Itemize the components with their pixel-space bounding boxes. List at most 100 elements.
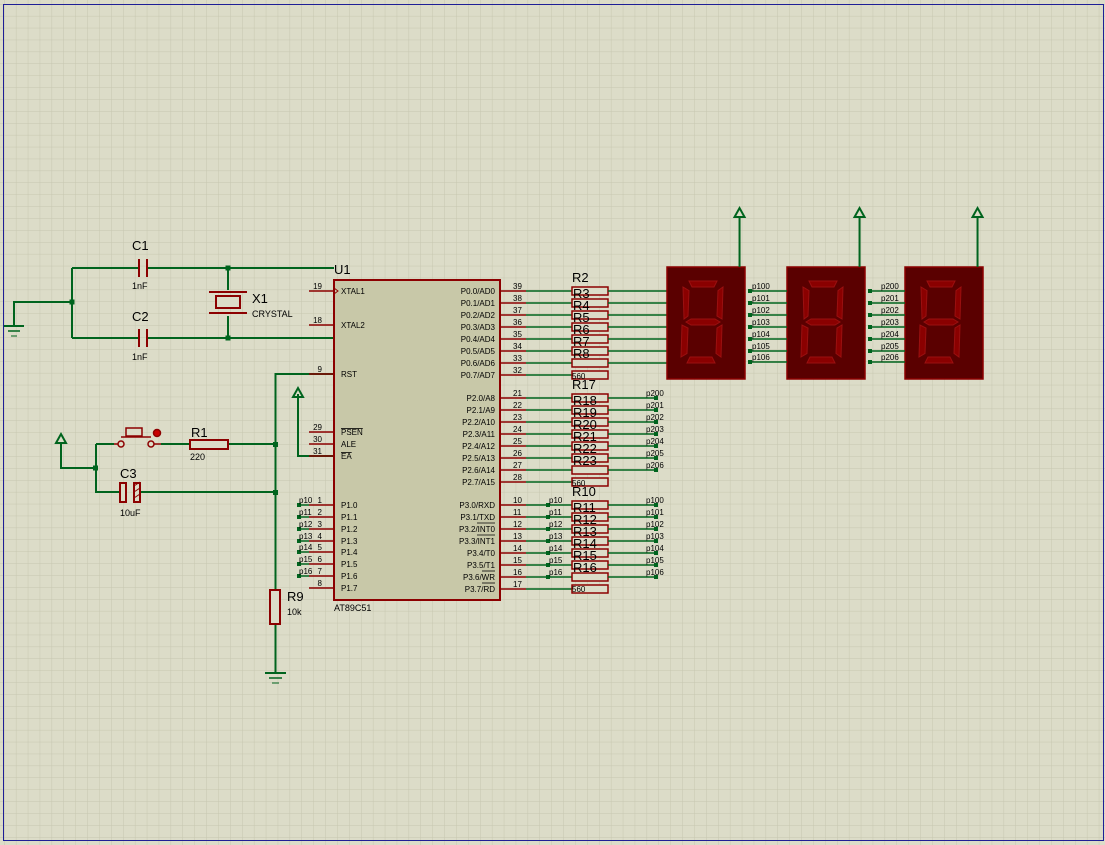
capacitor-c3[interactable]: C3 10uF	[119, 466, 141, 518]
ground-symbol-left	[4, 325, 24, 337]
crystal-x1[interactable]: X1 CRYSTAL	[209, 291, 293, 319]
mcu-pin-name: P3.3/INT1	[459, 537, 496, 546]
bank-resistor-ref: R13	[573, 524, 597, 539]
bank-net-label: p101	[646, 508, 664, 517]
mcu-pin-number: 12	[513, 520, 522, 529]
mcu-pin-name: P2.0/A8	[467, 394, 496, 403]
bank-left-terminal-dot	[546, 503, 550, 507]
reset-pushbutton[interactable]	[114, 427, 162, 448]
bank-resistor-ref: R12	[573, 512, 597, 527]
display2-net-label: p101	[752, 294, 770, 303]
mcu-pin-name: P0.3/AD3	[461, 323, 496, 332]
bank-net-label: p203	[646, 425, 664, 434]
mcu-pin-number: 13	[513, 532, 522, 541]
mcu-pin-number: 2	[318, 508, 323, 517]
resistor-r9[interactable]: R9 10k	[269, 589, 304, 625]
bank-terminal-dot	[654, 408, 658, 412]
bank-net-label: p200	[646, 389, 664, 398]
display-segment	[800, 324, 809, 358]
mcu-pin-name: XTAL2	[341, 321, 365, 330]
display-net-labels: p100p101p102p103p104p105p106p200p201p202…	[748, 282, 905, 364]
display2-terminal-dot	[748, 289, 752, 293]
power-terminal-icon	[732, 205, 747, 218]
display2-net-label: p105	[752, 342, 770, 351]
bank-left-terminal-dot	[546, 527, 550, 531]
bank-terminal-dot	[654, 420, 658, 424]
bank-left-net-label: p15	[549, 556, 563, 565]
mcu-left-pins: 19XTAL118XTAL29RST29PSEN30ALE31EA1P1.02P…	[309, 282, 365, 593]
bank-net-label: p103	[646, 532, 664, 541]
mcu-pin-name: P0.4/AD4	[461, 335, 496, 344]
u1-ref: U1	[334, 262, 351, 277]
resistor-bank-p3[interactable]: R11R12R13R14R15R16p100p101p102p103p104p1…	[526, 496, 664, 594]
c2-ref: C2	[132, 309, 149, 324]
display2-terminal-dot	[748, 325, 752, 329]
bank-left-terminal-dot	[546, 575, 550, 579]
bank-left-terminal-dot	[546, 563, 550, 567]
bank-terminal-dot	[654, 468, 658, 472]
mcu-pin-name: P0.2/AD2	[461, 311, 496, 320]
mcu-pin-name: P2.3/A11	[463, 430, 496, 439]
capacitor-c1[interactable]: C1 1nF	[132, 238, 149, 291]
mcu-pin-number: 26	[513, 449, 522, 458]
display-segment	[715, 324, 723, 358]
r9-ref: R9	[287, 589, 304, 604]
bank-terminal-dot	[654, 515, 658, 519]
bank-terminal-dot	[654, 527, 658, 531]
display3-terminal-dot	[868, 349, 872, 353]
capacitor-c2[interactable]: C2 1nF	[132, 309, 149, 362]
mcu-pin-number: 34	[513, 342, 522, 351]
mcu-u1[interactable]: U1 AT89C51 19XTAL118XTAL29RST29PSEN30ALE…	[309, 262, 526, 613]
c1-value: 1nF	[132, 281, 148, 291]
bank-resistor-ref: R4	[573, 298, 590, 313]
resistor-r1[interactable]: R1 220	[189, 425, 229, 462]
bank-terminal-dot	[654, 539, 658, 543]
mcu-pin-number: 21	[513, 389, 522, 398]
power-terminal-icon	[970, 205, 985, 218]
display-segment	[924, 356, 954, 364]
bank-resistor-ref: R21	[573, 429, 597, 444]
r1-value: 220	[190, 452, 205, 462]
display3-net-label: p205	[881, 342, 899, 351]
display-segment	[954, 286, 962, 320]
mcu-pin-name: P3.0/RXD	[459, 501, 495, 510]
p1-net-label: p11	[299, 508, 312, 517]
bank-terminal-dot	[654, 503, 658, 507]
bank-terminal-dot	[654, 444, 658, 448]
mcu-pin-name: P2.1/A9	[467, 406, 496, 415]
bank-left-terminal-dot	[546, 551, 550, 555]
mcu-pin-number: 9	[318, 365, 323, 374]
mcu-pin-number: 6	[318, 555, 323, 564]
bank-left-net-label: p16	[549, 568, 563, 577]
mcu-pin-number: 38	[513, 294, 522, 303]
display-segment	[806, 356, 836, 364]
display-segment	[716, 286, 724, 320]
mcu-pin-name: P1.4	[341, 548, 358, 557]
p1-terminal-dot	[297, 515, 301, 519]
bank-net-label: p206	[646, 461, 664, 470]
bank-resistor-ref: R5	[573, 310, 590, 325]
display2-terminal-dot	[748, 360, 752, 364]
mcu-pin-name: P1.7	[341, 584, 358, 593]
mcu-pin-name: P1.3	[341, 537, 358, 546]
bank-net-label: p106	[646, 568, 664, 577]
display3-terminal-dot	[868, 289, 872, 293]
display-segment	[688, 280, 718, 288]
resistor-bank-p2[interactable]: R18R19R20R21R22R23p200p201p202p203p204p2…	[526, 389, 664, 487]
mcu-pin-number: 10	[513, 496, 522, 505]
bank-terminal-dot	[654, 432, 658, 436]
display-segment	[836, 286, 844, 320]
bank-left-terminal-dot	[546, 515, 550, 519]
power-terminal-icon	[852, 205, 867, 218]
bank-resistor	[571, 584, 609, 594]
bank-resistor-ref: R8	[573, 346, 590, 361]
bank-resistor-ref: R3	[573, 286, 590, 301]
mcu-pin-number: 30	[313, 435, 322, 444]
c1-ref: C1	[132, 238, 149, 253]
p1-terminal-dot	[297, 550, 301, 554]
r1-ref: R1	[191, 425, 208, 440]
display3-terminal-dot	[868, 360, 872, 364]
mcu-pin-name: P0.6/AD6	[461, 359, 496, 368]
